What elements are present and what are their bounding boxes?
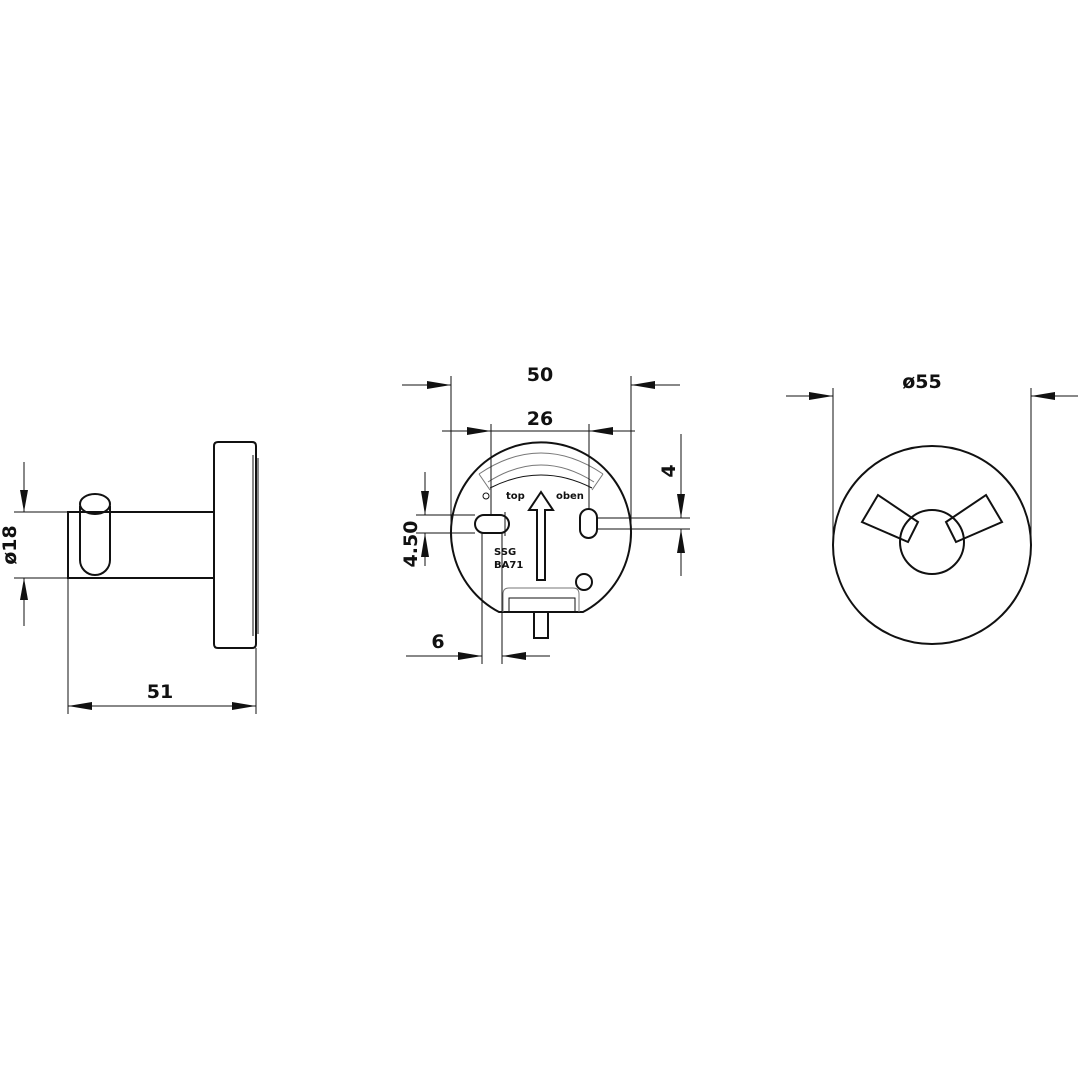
dim-arrow <box>467 427 491 435</box>
label-oben: oben <box>556 491 584 502</box>
dim-arrow <box>458 652 482 660</box>
dim-arrow <box>1031 392 1055 400</box>
side-rosette <box>213 441 257 649</box>
dim-arrow <box>677 494 685 518</box>
dim-arrow <box>421 491 429 515</box>
side-depth-label: 51 <box>147 681 173 703</box>
top-arc-window-inner-2 <box>489 474 593 489</box>
dim-arrow <box>427 381 451 389</box>
left-mounting-slot <box>474 514 510 534</box>
back-slot-spacing-label: 26 <box>527 408 553 430</box>
top-arc-window-inner <box>487 464 595 483</box>
dim-arrow <box>20 490 28 512</box>
left-hook-wing <box>860 493 920 544</box>
lower-tab <box>533 612 549 639</box>
back-width-label: 50 <box>527 364 553 386</box>
label-top: top <box>506 491 525 502</box>
dim-arrow <box>20 578 28 600</box>
arc-edge <box>478 473 491 491</box>
side-diameter-label: ø18 <box>0 525 21 565</box>
right-mounting-slot <box>579 508 598 539</box>
mounting-plate-outline <box>450 441 632 613</box>
back-slot-height-label: 4.50 <box>400 521 422 568</box>
front-view: ø55 <box>786 371 1078 645</box>
arc-edge <box>591 473 604 491</box>
dim-arrow <box>502 652 526 660</box>
front-diameter-label: ø55 <box>902 371 942 393</box>
dim-arrow <box>232 702 256 710</box>
hook-center-knob <box>899 509 965 575</box>
top-arc-window <box>478 452 604 475</box>
screw-hole <box>575 573 593 591</box>
dim-arrow <box>809 392 833 400</box>
back-view: top oben SSG BA71 50 26 4 4.50 <box>400 364 690 664</box>
up-arrow-icon <box>527 490 555 581</box>
right-hook-wing <box>944 493 1004 544</box>
dim-arrow <box>421 533 429 557</box>
label-code-2: BA71 <box>494 560 523 571</box>
side-stem <box>67 511 214 579</box>
side-hook-knob-top <box>79 493 111 515</box>
bottom-recess-inner <box>508 597 576 612</box>
back-offset-label: 4 <box>658 464 680 477</box>
small-hole <box>482 492 490 500</box>
dim-arrow <box>631 381 655 389</box>
side-view: ø18 51 <box>0 441 259 714</box>
front-rosette <box>832 445 1032 645</box>
label-code-1: SSG <box>494 547 516 558</box>
bottom-recess <box>502 587 580 612</box>
dim-arrow <box>677 529 685 553</box>
back-slot-width-label: 6 <box>431 631 444 653</box>
dim-arrow <box>589 427 613 435</box>
dim-arrow <box>68 702 92 710</box>
side-hook-knob <box>79 506 111 576</box>
